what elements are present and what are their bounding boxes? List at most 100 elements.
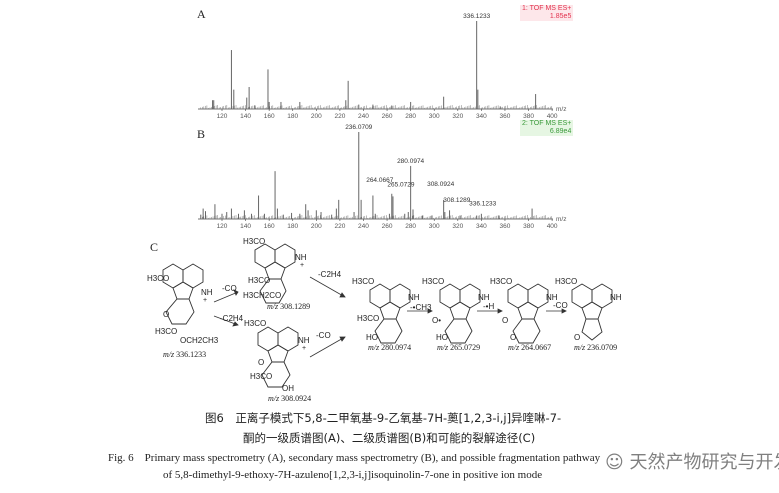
x-tick-label: 220 [334,113,345,120]
ethoxy-label: OCH2CH3 [180,336,219,345]
peak-label: 336.1233 [463,13,490,20]
x-tick-label: 140 [240,223,251,230]
h3co-label: H3CO [352,277,375,286]
mz-336: m/z 336.1233 [163,350,206,359]
watermark: ☺ 天然产物研究与开发 [605,448,779,474]
nh-label: NH [408,293,420,302]
x-tick-label: 200 [311,113,322,120]
badge-intensity: 1.85e5 [549,13,572,20]
peak-label: 308.1289 [443,197,470,204]
x-tick-label: 200 [311,223,322,230]
x-tick-label: 280 [405,223,416,230]
fragmentation-scheme [162,243,613,388]
x-tick-label: 400 [547,223,558,230]
x-tick-label: 380 [523,223,534,230]
structure-236 [571,283,613,341]
x-tick-label: 160 [264,223,275,230]
x-tick-label: 300 [429,113,440,120]
caption-en-line1: Fig. 6 Primary mass spectrometry (A), se… [108,452,601,464]
mz-value: 308.0924 [281,394,312,403]
structure-308b [257,326,299,388]
mz-value: 336.1233 [176,350,207,359]
mz-prefix: m/z [267,302,279,311]
h3co-label: H3CO [250,372,273,381]
wechat-icon: ☺ [605,452,630,473]
h3co-label: H3CO [490,277,513,286]
mz-prefix: m/z [574,343,586,352]
mz-value: 308.1289 [280,302,311,311]
x-tick-label: 380 [523,113,534,120]
ethoxy-label: H3CH2CO [243,291,282,300]
x-axis-label: m/z [556,106,566,113]
structure-264 [507,283,549,344]
charge-label: + [203,297,208,304]
h3co-label: H3CO [422,277,445,286]
arrow-label-co: -CO [222,284,237,293]
mz-265: m/z 265.0729 [437,343,480,352]
x-tick-label: 180 [287,223,298,230]
peak-label: 308.0924 [427,181,454,188]
nh-label: NH [546,293,558,302]
x-tick-label: 280 [405,113,416,120]
mz-prefix: m/z [508,343,520,352]
mz-value: 236.0709 [587,343,618,352]
nh-label: NH [478,293,490,302]
x-tick-label: 260 [382,113,393,120]
ketone-label: O [258,358,265,367]
panel-label-a: A [197,7,206,21]
mz-value: 280.0974 [381,343,412,352]
arrow-label-ch3: -•CH3 [410,303,432,312]
caption-en-line2: of 5,8-dimethyl-9-ethoxy-7H-azuleno[1,2,… [163,469,543,481]
x-tick-label: 240 [358,223,369,230]
peak-label: 336.1233 [469,201,496,208]
mz-308b: m/z 308.0924 [268,394,311,403]
arrow-label-c2h4: -C2H4 [220,314,244,323]
x-tick-label: 320 [452,223,463,230]
nh-label: NH [298,336,310,345]
mz-prefix: m/z [437,343,449,352]
spectrum-a-badge: 1: TOF MS ES+ 1.85e5 [520,5,574,21]
ketone-label: O [574,333,581,342]
watermark-text: 天然产物研究与开发 [629,452,779,473]
mz-value: 264.0667 [521,343,552,352]
mz-280: m/z 280.0974 [368,343,411,352]
mz-264: m/z 264.0667 [508,343,551,352]
x-tick-label: 240 [358,113,369,120]
oxy-radical-label: O• [432,316,442,325]
panel-label-c: C [150,240,159,254]
mz-prefix: m/z [163,350,175,359]
charge-label: + [300,262,305,269]
oh-label: OH [282,384,294,393]
mz-prefix: m/z [268,394,280,403]
x-tick-label: 360 [500,223,511,230]
x-tick-label: 360 [500,113,511,120]
x-tick-label: 180 [287,113,298,120]
arrow-label-co: -CO [316,331,331,340]
panel-label-b: B [197,127,206,141]
charge-label: + [302,345,307,352]
peak-label: 236.0709 [345,124,372,131]
structure-265 [439,283,481,344]
reaction-arrows [213,276,567,358]
h3co-label: H3CO [555,277,578,286]
ketone-label: O [163,310,170,319]
ketone-label: O [502,316,509,325]
badge-mode: 1: TOF MS ES+ [522,5,572,12]
x-tick-label: 160 [264,113,275,120]
peak-label: 264.0667 [366,177,393,184]
h3co-label: H3CO [244,319,267,328]
x-tick-label: 260 [382,223,393,230]
x-tick-label: 400 [547,113,558,120]
arrow-label-c2h4: -C2H4 [318,270,342,279]
x-tick-label: 340 [476,113,487,120]
structure-280 [369,283,411,344]
h3co-label: H3CO [248,276,271,285]
ketone-label: O [510,333,517,342]
h3co-label: H3CO [357,314,380,323]
arrow-label-co: -CO [553,301,568,310]
mz-308a: m/z 308.1289 [267,302,310,311]
x-tick-label: 340 [476,223,487,230]
spectrum-b-badge: 2: TOF MS ES+ 6.89e4 [520,120,574,136]
arrow-label-h: -•H [483,302,495,311]
